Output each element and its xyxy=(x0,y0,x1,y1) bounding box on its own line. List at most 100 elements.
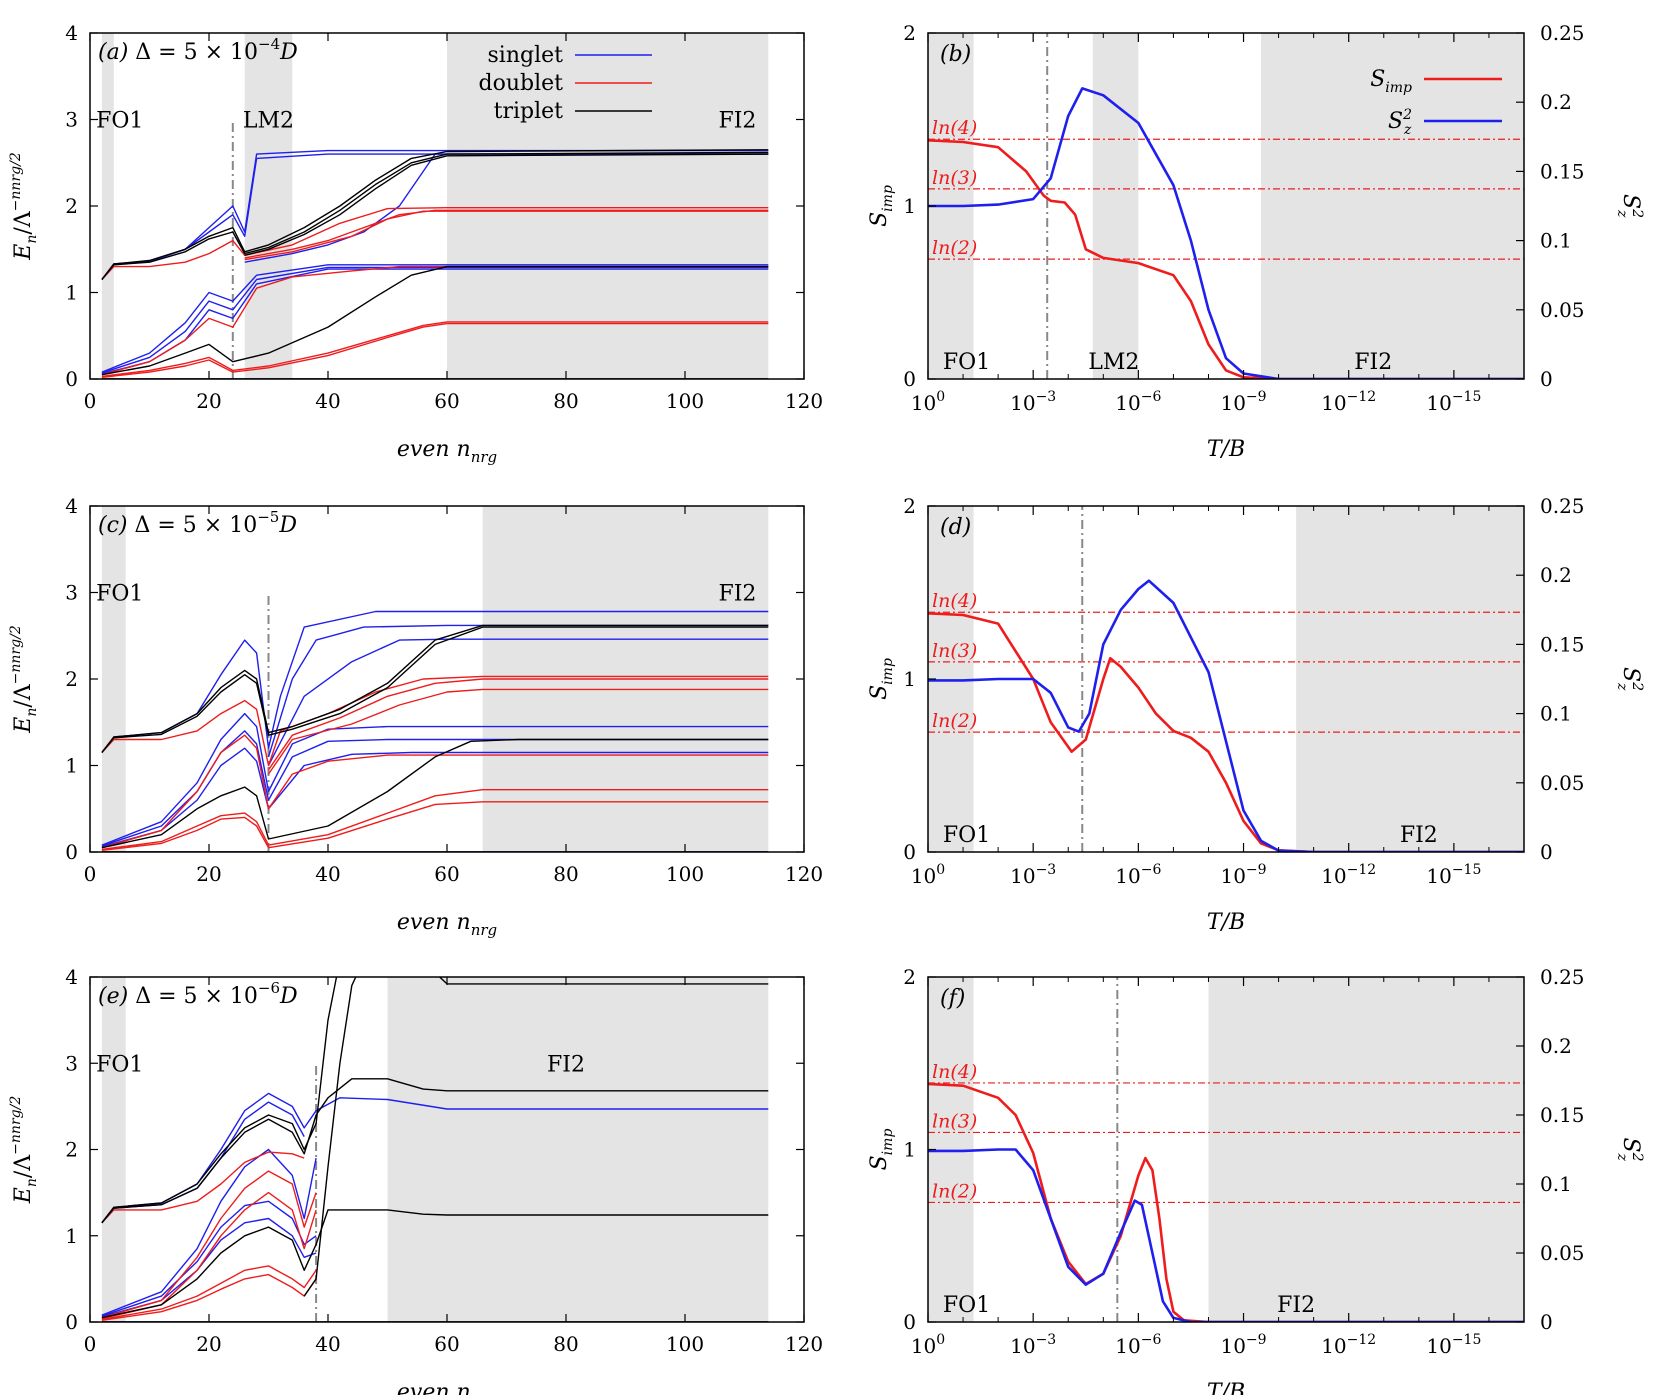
xtick-label: 0 xyxy=(84,389,97,413)
ytick-label: 1 xyxy=(65,1224,78,1248)
region-label-FI2: FI2 xyxy=(547,1052,585,1077)
panel-label: (f) xyxy=(940,986,965,1011)
ytick-label: 3 xyxy=(65,581,78,605)
ytick-label: 3 xyxy=(65,1051,78,1075)
xtick-label: 10−3 xyxy=(1010,862,1056,888)
series-triplet-16 xyxy=(101,265,769,376)
xtick-label: 100 xyxy=(666,862,704,886)
panel-label: (e) Δ = 5 × 10−6D xyxy=(98,979,298,1009)
x-axis-label: T/B xyxy=(1207,437,1245,462)
legend-label-triplet: triplet xyxy=(494,99,564,124)
y-axis-label: En/Λ−nnrg/2 xyxy=(8,152,40,261)
ytick-label: 2 xyxy=(903,21,916,45)
region-label-FO1: FO1 xyxy=(96,109,143,134)
series-triplet-12 xyxy=(101,1078,769,1224)
ytick-label: 4 xyxy=(65,965,78,989)
panel-f: ln(4)ln(3)ln(2)01200.050.10.150.20.25100… xyxy=(867,965,1645,1395)
region-FI2 xyxy=(1261,33,1524,379)
region-label-FI2: FI2 xyxy=(718,582,756,607)
series-triplet-13 xyxy=(101,149,769,280)
xtick-label: 120 xyxy=(785,389,823,413)
series-doublet-9 xyxy=(244,210,769,261)
xtick-label: 120 xyxy=(785,1332,823,1356)
region-FI2 xyxy=(387,977,769,1322)
region-FO1 xyxy=(101,506,126,852)
series-triplet-14 xyxy=(303,977,357,1297)
ytick-right-label: 0.25 xyxy=(1540,965,1585,989)
series-doublet-6 xyxy=(101,1151,305,1224)
xtick-label: 40 xyxy=(315,389,340,413)
ytick-right-label: 0.2 xyxy=(1540,563,1572,587)
ytick-label: 3 xyxy=(65,108,78,132)
ref-label-ln(3): ln(3) xyxy=(932,1110,977,1132)
series-singlet-5 xyxy=(101,747,769,848)
xtick-label: 10−3 xyxy=(1010,1332,1056,1358)
xtick-label: 10−12 xyxy=(1321,389,1376,415)
xtick-label: 10−15 xyxy=(1426,1332,1481,1358)
series-group xyxy=(101,610,769,852)
region-label-FI2: FI2 xyxy=(1354,350,1392,375)
panel-label: (d) xyxy=(940,515,971,540)
xtick-label: 40 xyxy=(315,1332,340,1356)
region-label-FO1: FO1 xyxy=(96,582,143,607)
ytick-label: 0 xyxy=(903,1310,916,1334)
ytick-right-label: 0.15 xyxy=(1540,1103,1585,1127)
series-doublet-12 xyxy=(101,322,769,378)
legend-label-doublet: doublet xyxy=(479,71,564,96)
series-doublet-7 xyxy=(101,675,769,767)
x-axis-label: even nnrg xyxy=(397,910,497,939)
ref-label-ln(2): ln(2) xyxy=(932,1180,977,1202)
region-label-FO1: FO1 xyxy=(943,1293,990,1318)
series-singlet-2 xyxy=(267,638,769,766)
region-LM2 xyxy=(1092,33,1139,379)
ref-label-ln(4): ln(4) xyxy=(932,1061,977,1083)
region-FO1 xyxy=(101,977,126,1322)
series-doublet-12 xyxy=(101,801,769,851)
series-group xyxy=(101,149,769,379)
series-singlet-2 xyxy=(101,1148,317,1316)
series-group xyxy=(101,977,769,1322)
xtick-label: 10−9 xyxy=(1220,1332,1266,1358)
ytick-right-label: 0.15 xyxy=(1540,632,1585,656)
xtick-label: 10−12 xyxy=(1321,862,1376,888)
region-LM2 xyxy=(244,33,293,379)
series-triplet-15 xyxy=(101,738,769,849)
region-label-FI2: FI2 xyxy=(1277,1293,1315,1318)
xtick-label: 60 xyxy=(434,862,459,886)
xtick-label: 80 xyxy=(553,389,578,413)
ytick-label: 0 xyxy=(65,367,78,391)
ytick-label: 1 xyxy=(903,1138,916,1162)
region-FI2 xyxy=(1296,506,1524,852)
ytick-label: 2 xyxy=(903,965,916,989)
series-doublet-9 xyxy=(101,1265,317,1321)
series-singlet-4 xyxy=(101,730,769,847)
series-singlet-4 xyxy=(101,266,769,374)
series-triplet-13 xyxy=(101,624,769,753)
x-axis-label: T/B xyxy=(1207,1380,1245,1395)
ref-label-ln(3): ln(3) xyxy=(932,640,977,662)
region-label-FO1: FO1 xyxy=(96,1052,143,1077)
y-axis-label: En/Λ−nnrg/2 xyxy=(8,1096,40,1205)
series-doublet-10 xyxy=(101,1273,317,1321)
ytick-label: 2 xyxy=(903,494,916,518)
xtick-label: 10−9 xyxy=(1220,389,1266,415)
ref-label-ln(4): ln(4) xyxy=(932,590,977,612)
ref-label-ln(3): ln(3) xyxy=(932,167,977,189)
ytick-label: 0 xyxy=(65,840,78,864)
ytick-label: 1 xyxy=(65,281,78,305)
series-doublet-7 xyxy=(101,1170,317,1319)
series-S_z^2-1 xyxy=(928,1148,1524,1322)
series-doublet-10 xyxy=(101,734,769,849)
xtick-label: 10−3 xyxy=(1010,389,1056,415)
series-singlet-3 xyxy=(101,712,769,846)
xtick-label: 10−9 xyxy=(1220,862,1266,888)
ytick-right-label: 0 xyxy=(1540,367,1553,391)
ytick-label: 4 xyxy=(65,21,78,45)
y-axis-right-label: S2z xyxy=(1614,194,1645,218)
xtick-label: 10−12 xyxy=(1321,1332,1376,1358)
legend-label-S_imp: Simp xyxy=(1370,67,1412,96)
y-axis-right-label: S2z xyxy=(1614,1138,1645,1162)
ytick-right-label: 0.2 xyxy=(1540,1034,1572,1058)
ytick-right-label: 0.1 xyxy=(1540,229,1572,253)
